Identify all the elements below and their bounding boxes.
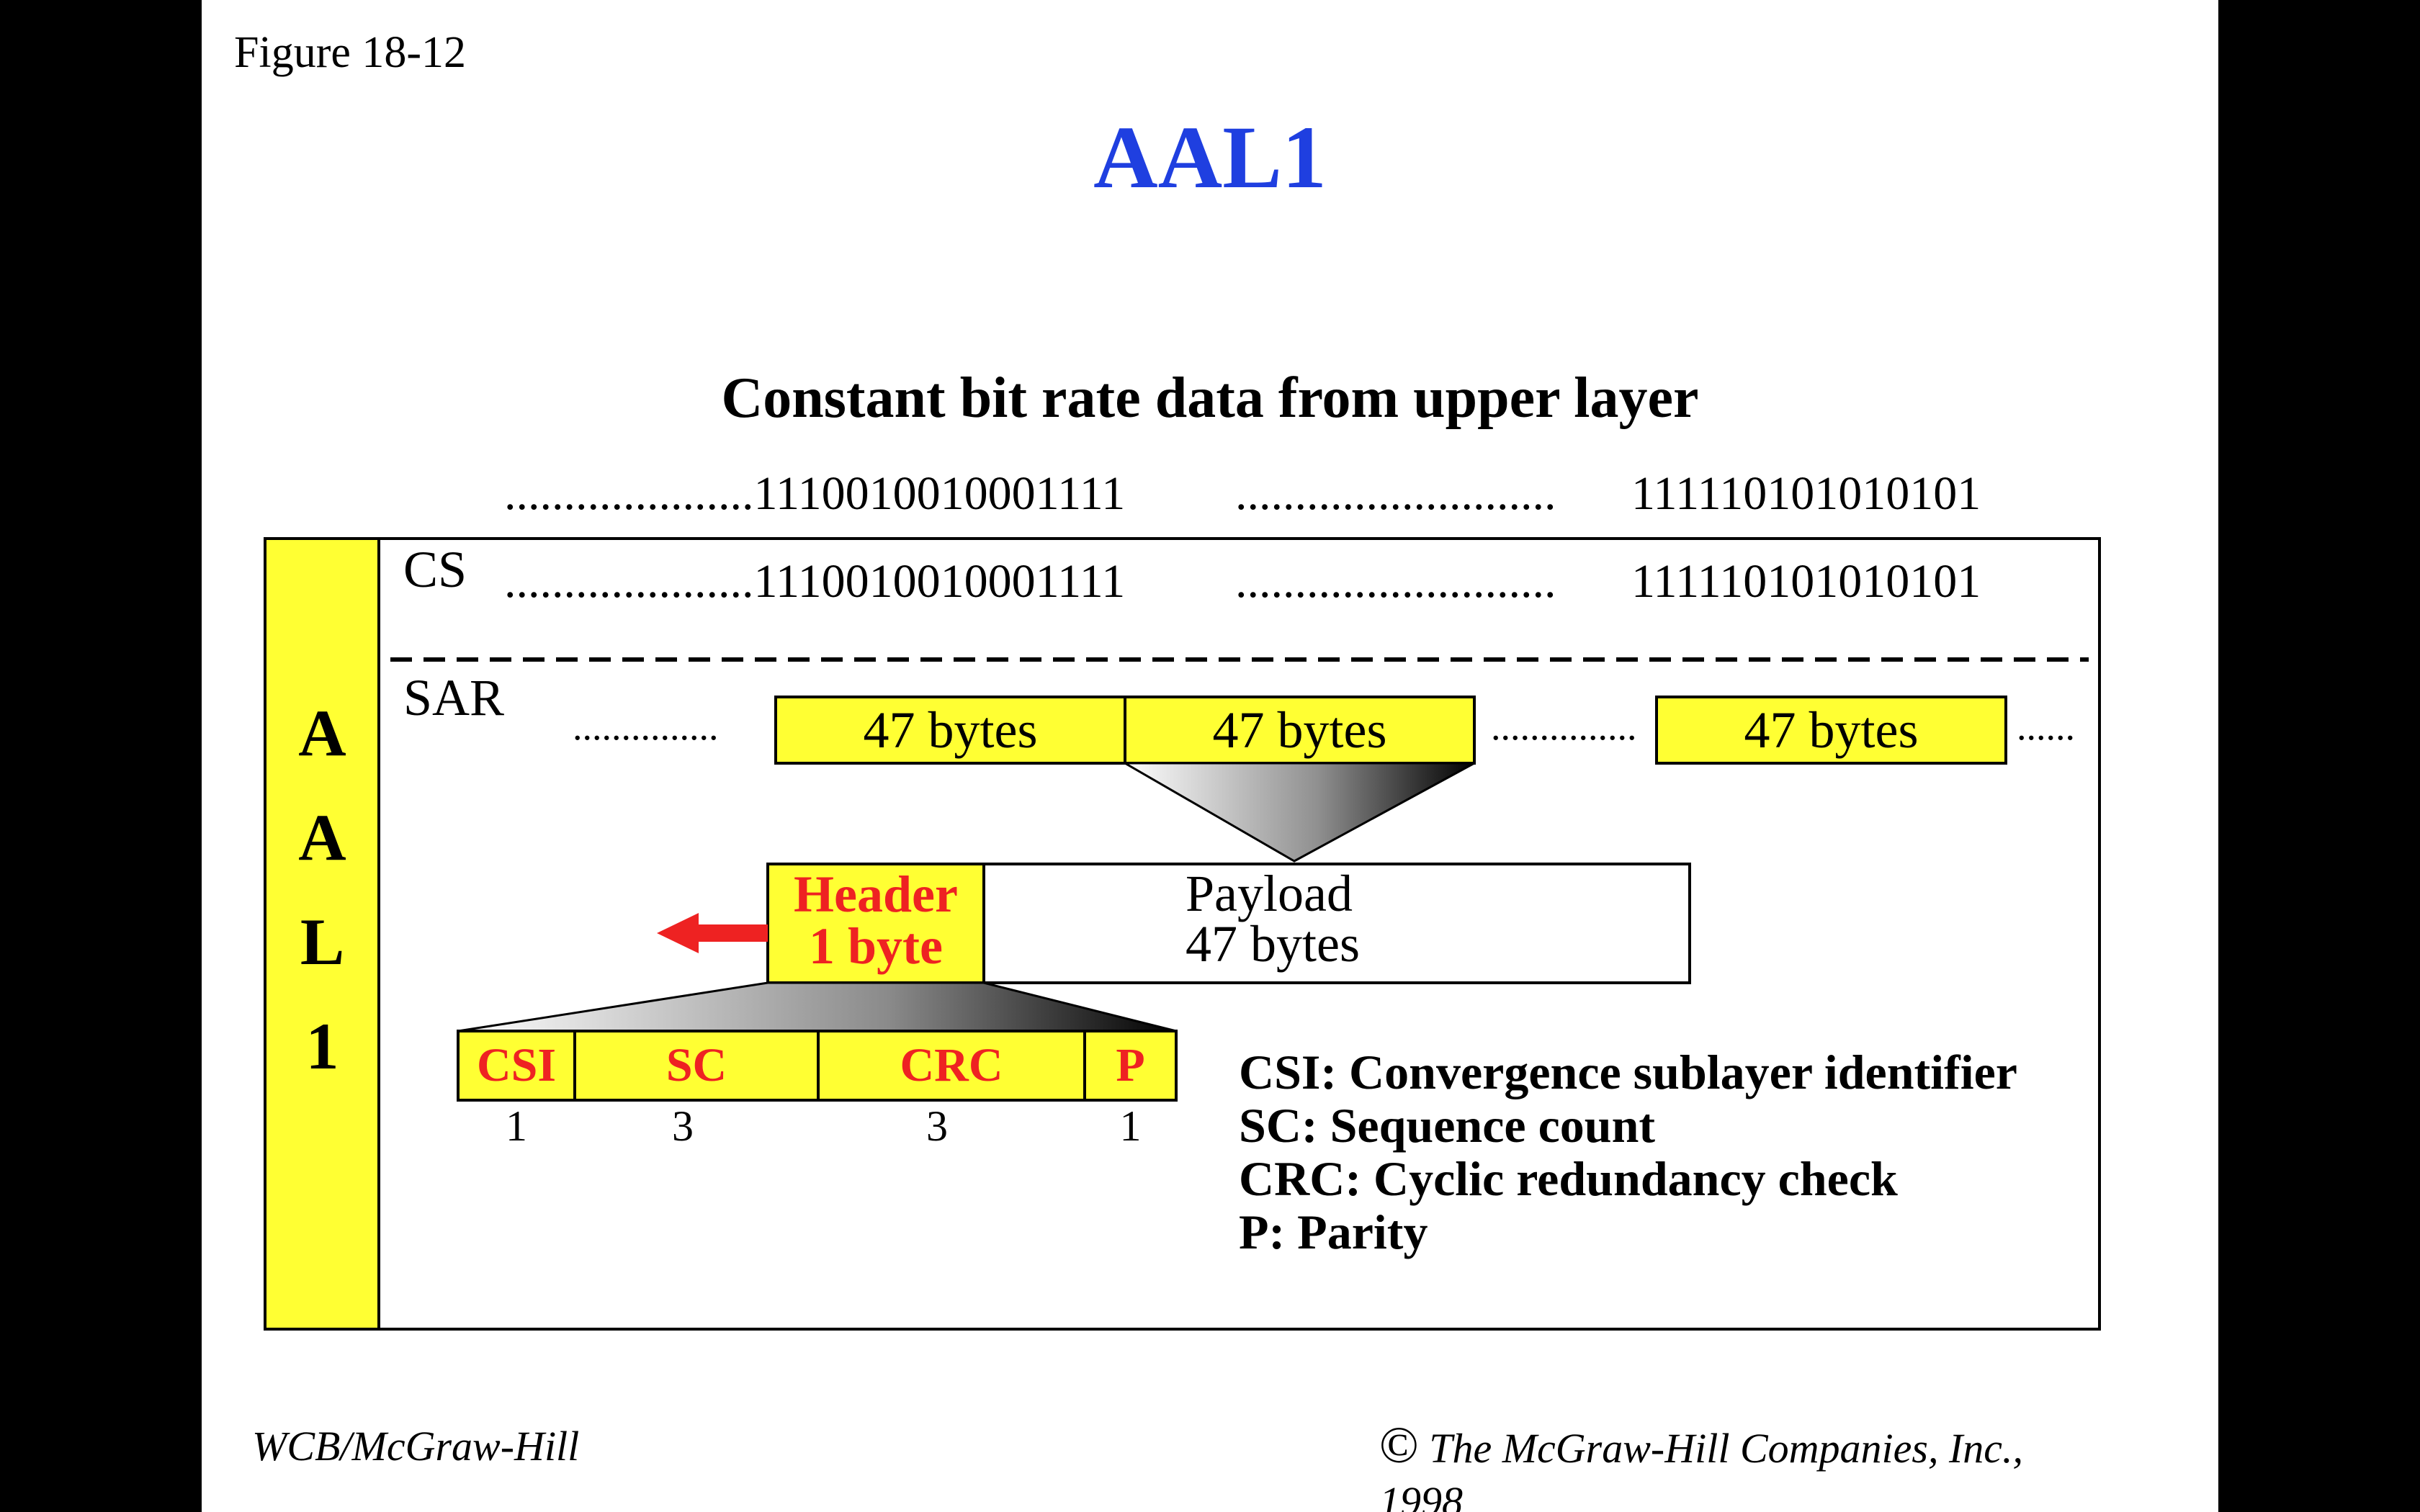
slide: Figure 18-12 AAL1 Constant bit rate data…	[202, 0, 2218, 1512]
cs-label: CS	[403, 541, 467, 598]
cell-payload-box	[982, 863, 1691, 984]
bit-sequence: 1110010010001111	[753, 555, 1126, 608]
aal-column	[264, 537, 380, 1331]
field-box-crc	[817, 1030, 1086, 1102]
copyright-symbol: ©	[1379, 1416, 1419, 1474]
cs-bitstream-dots: ...........................	[1235, 555, 1556, 608]
field-box-p	[1083, 1030, 1178, 1102]
sar-dots-mid: ...............	[1491, 705, 1637, 748]
red-arrow	[657, 913, 768, 953]
upper-bitstream-dots: ...........................	[1235, 467, 1556, 520]
figure-label: Figure 18-12	[234, 28, 467, 77]
legend-item: CSI: Convergence sublayer identifier	[1239, 1045, 2017, 1099]
upper-bitstream-end: 111110101010101	[1631, 467, 1981, 520]
sar-block-label: 47 bytes	[1212, 701, 1387, 759]
payload-line-1: Payload	[1186, 865, 1353, 922]
sar-dots-right: ......	[2017, 705, 2075, 748]
sar-label: SAR	[403, 669, 505, 726]
bit-dots: .....................	[504, 467, 754, 520]
diagram-subtitle: Constant bit rate data from upper layer	[721, 366, 1699, 430]
payload-line-2: 47 bytes	[1186, 915, 1360, 973]
upper-bitstream: .....................1110010010001111	[504, 467, 1125, 521]
sar-block-label: 47 bytes	[863, 701, 1038, 759]
page-title: AAL1	[1093, 108, 1327, 207]
payload-label: Payload 47 bytes	[1186, 865, 1360, 973]
bit-dots: .....................	[504, 555, 754, 608]
aal1-diagram	[264, 537, 2101, 1331]
field-sc: SC	[666, 1039, 727, 1092]
cs-bitstream: .....................1110010010001111	[504, 554, 1125, 609]
header-label: Header 1 byte	[768, 868, 984, 972]
field-box-sc	[573, 1030, 820, 1102]
field-crc: CRC	[900, 1039, 1003, 1092]
footer-copyright: © The McGraw-Hill Companies, Inc., 1998	[1379, 1418, 2099, 1512]
aal-letter: A	[298, 801, 346, 874]
header-line-1: Header	[794, 865, 958, 923]
sar-dots-left: ...............	[573, 705, 719, 748]
aal-letter: 1	[305, 1009, 339, 1083]
aal-letter: L	[300, 905, 345, 978]
field-csi: CSI	[476, 1039, 557, 1092]
cell-header-box	[766, 863, 985, 984]
legend-item: SC: Sequence count	[1239, 1098, 1656, 1153]
legend-item: P: Parity	[1239, 1205, 1428, 1259]
header-line-2: 1 byte	[809, 917, 943, 975]
sar-block-label: 47 bytes	[1744, 701, 1919, 759]
field-box-csi	[457, 1030, 576, 1102]
sar-block-1	[774, 696, 1126, 765]
copyright-text: The McGraw-Hill Companies, Inc., 1998	[1379, 1425, 2024, 1512]
field-p: P	[1116, 1039, 1145, 1092]
expand-funnel-payload	[1121, 762, 1475, 863]
aal-letter: A	[298, 696, 346, 770]
field-size-sc: 3	[672, 1102, 694, 1150]
field-legend: CSI: Convergence sublayer identifier SC:…	[1239, 1045, 2017, 1259]
sar-block-3	[1655, 696, 2007, 765]
footer-publisher: WCB/McGraw-Hill	[252, 1423, 580, 1470]
field-size-p: 1	[1119, 1102, 1142, 1150]
bit-sequence: 1110010010001111	[753, 467, 1126, 520]
legend-item: CRC: Cyclic redundancy check	[1239, 1151, 1898, 1206]
field-size-csi: 1	[506, 1102, 527, 1150]
field-size-crc: 3	[926, 1102, 948, 1150]
cs-bitstream-end: 111110101010101	[1631, 555, 1981, 608]
